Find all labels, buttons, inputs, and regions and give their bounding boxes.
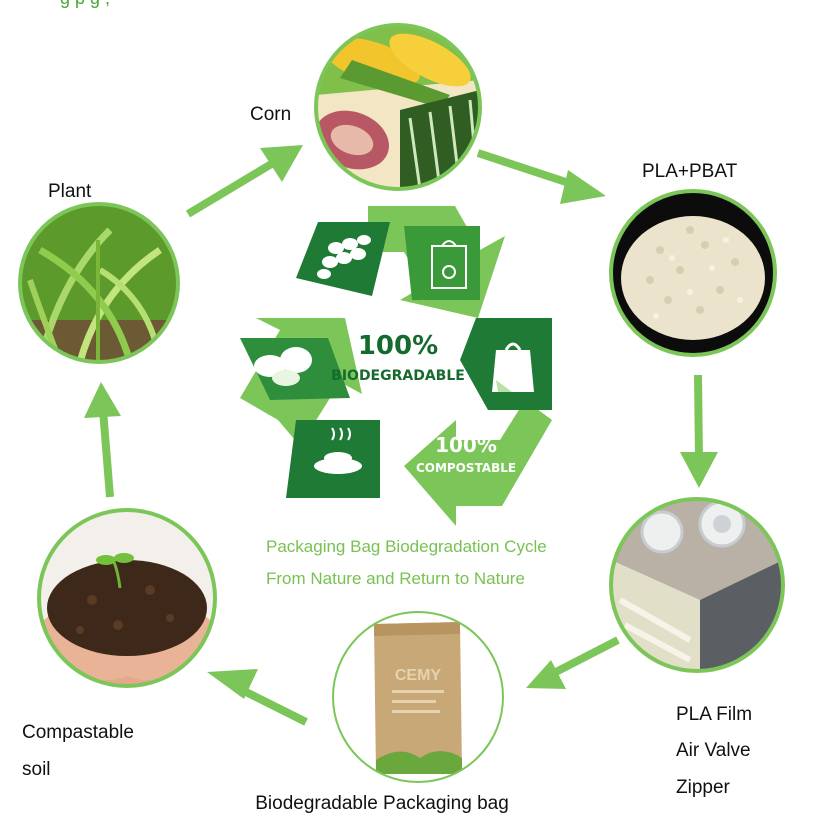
bag-recycle-icon [431,240,467,289]
kraft-bag-photo: CEMY [374,622,462,774]
caption-line-1: Packaging Bag Biodegradation Cycle [266,537,547,556]
caption-line-2: From Nature and Return to Nature [266,569,525,588]
biodegradable-percent: 100% [358,331,438,361]
arrow-plant-to-corn [185,145,303,218]
recycle-symbol: 100% BIODEGRADABLE 100% COMPOSTABLE [240,206,552,526]
label-soil: soil [22,759,51,780]
powder-icon [314,427,362,474]
label-compastable: Compastable [22,722,134,743]
node-plant: Plant [18,181,180,364]
arrow-corn-to-pla [476,149,606,204]
pellets-icon [317,235,371,279]
pla-pellets-photo [611,191,775,355]
node-bag: CEMY Biodegradable Packaging bag [255,611,509,814]
label-pla-film: PLA Film [676,704,752,725]
recycle-arrow-right [404,400,552,526]
compostable-word: COMPOSTABLE [416,461,516,475]
label-zipper: Zipper [676,777,731,798]
bag-brand: CEMY [395,667,442,684]
label-bag: Biodegradable Packaging bag [255,793,509,814]
soil-hands-photo [39,510,215,686]
potato-icon [254,347,312,386]
panel-bag-outline [404,226,480,300]
node-pla-film: PLA Film Air Valve Zipper [609,497,785,798]
arrow-film-to-bag [526,636,620,689]
header-partial-text: g p g , [60,0,110,8]
arrow-soil-to-plant [84,382,121,498]
shopping-bag-icon [492,342,534,392]
label-pla-pbat: PLA+PBAT [642,161,738,182]
cycle-arrows [84,145,718,726]
arrow-bag-to-soil [207,669,308,726]
label-corn: Corn [250,104,291,125]
pla-film-photo [611,499,783,671]
label-plant: Plant [48,181,92,202]
label-air-valve: Air Valve [676,740,751,761]
compostable-percent: 100% [435,433,497,457]
node-pla-pbat: PLA+PBAT [609,161,777,357]
biodegradable-word: BIODEGRADABLE [331,368,465,384]
node-soil: Compastable soil [22,508,217,780]
arrow-pla-to-film [680,374,718,488]
